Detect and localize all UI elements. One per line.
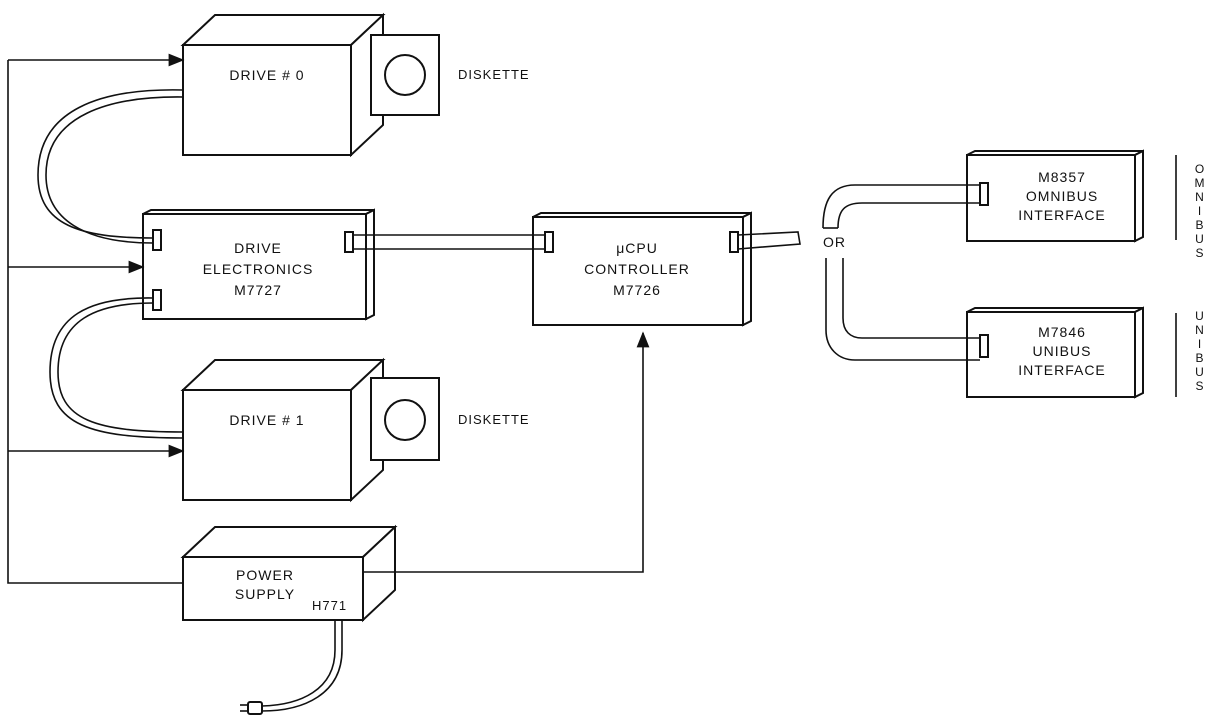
- svg-text:O: O: [1195, 162, 1205, 176]
- drive-electronics-line3: M7727: [234, 282, 282, 298]
- svg-text:N: N: [1195, 323, 1205, 337]
- controller-line3: M7726: [613, 282, 661, 298]
- diskette-0-label: DISKETTE: [458, 67, 530, 82]
- svg-text:M: M: [1195, 176, 1206, 190]
- svg-text:B: B: [1195, 218, 1204, 232]
- cable-or-unibus-inner: [842, 258, 980, 339]
- power-cord: [261, 620, 336, 707]
- connector-omnibus: [979, 182, 989, 206]
- power-supply-line2: SUPPLY: [235, 586, 295, 602]
- cable-or-unibus-outer: [825, 258, 980, 361]
- drive-electronics-line2: ELECTRONICS: [203, 261, 314, 277]
- svg-text:S: S: [1195, 379, 1204, 393]
- omnibus-line2: OMNIBUS: [1026, 188, 1098, 204]
- omnibus-line1: M8357: [1038, 169, 1086, 185]
- cable-or-omnibus-inner: [837, 202, 980, 229]
- svg-text:N: N: [1195, 190, 1205, 204]
- power-cord-outer: [261, 620, 343, 712]
- ribbon-controller-out: [737, 231, 801, 250]
- connector-de-drive0: [152, 229, 162, 251]
- controller-line1: μCPU: [616, 240, 658, 256]
- connector-ctrl-right: [729, 231, 739, 253]
- controller-line2: CONTROLLER: [584, 261, 690, 277]
- power-plug-icon: [240, 701, 263, 715]
- omnibus-interface-board: M8357 OMNIBUS INTERFACE: [966, 149, 1144, 243]
- diskette-0: DISKETTE: [370, 34, 530, 116]
- unibus-line1: M7846: [1038, 324, 1086, 340]
- ribbon-de-controller: [353, 234, 545, 250]
- drive-electronics-line1: DRIVE: [234, 240, 282, 256]
- drive-electronics-board: DRIVE ELECTRONICS M7727: [142, 208, 375, 321]
- cable-drive0-inner: [37, 89, 184, 239]
- omnibus-line3: INTERFACE: [1018, 207, 1106, 223]
- power-supply-line1: POWER: [236, 567, 294, 583]
- unibus-interface-board: M7846 UNIBUS INTERFACE: [966, 306, 1144, 399]
- drive-0-label: DRIVE # 0: [229, 67, 304, 83]
- unibus-line2: UNIBUS: [1033, 343, 1092, 359]
- connector-unibus: [979, 334, 989, 358]
- power-supply-model: H771: [312, 598, 347, 613]
- power-bus-line: [7, 60, 183, 584]
- or-label: OR: [823, 234, 846, 250]
- svg-text:S: S: [1195, 246, 1204, 260]
- cable-drive1-inner: [49, 297, 184, 439]
- power-supply: POWER SUPPLY H771: [180, 524, 398, 623]
- svg-text:U: U: [1195, 365, 1205, 379]
- cable-or-omnibus-outer: [822, 184, 980, 229]
- drive-1-label: DRIVE # 1: [229, 412, 304, 428]
- omnibus-vertical-label: O M N I B U S: [1195, 162, 1206, 260]
- connector-de-controller: [344, 231, 354, 253]
- diskette-1: DISKETTE: [370, 377, 530, 461]
- unibus-line3: INTERFACE: [1018, 362, 1106, 378]
- svg-text:I: I: [1198, 204, 1202, 218]
- unibus-vertical-label: U N I B U S: [1195, 309, 1205, 393]
- power-arrow-controller: [363, 331, 650, 573]
- controller-board: μCPU CONTROLLER M7726: [532, 211, 752, 327]
- svg-text:I: I: [1198, 337, 1202, 351]
- svg-text:B: B: [1195, 351, 1204, 365]
- connector-ctrl-left: [544, 231, 554, 253]
- svg-text:U: U: [1195, 309, 1205, 323]
- drive-1: DRIVE # 1: [180, 357, 386, 503]
- svg-text:U: U: [1195, 232, 1205, 246]
- cable-drive1-outer: [57, 302, 184, 433]
- diskette-1-label: DISKETTE: [458, 412, 530, 427]
- drive-0: DRIVE # 0: [180, 12, 386, 158]
- cable-drive0-outer: [45, 96, 184, 244]
- connector-de-drive1: [152, 289, 162, 311]
